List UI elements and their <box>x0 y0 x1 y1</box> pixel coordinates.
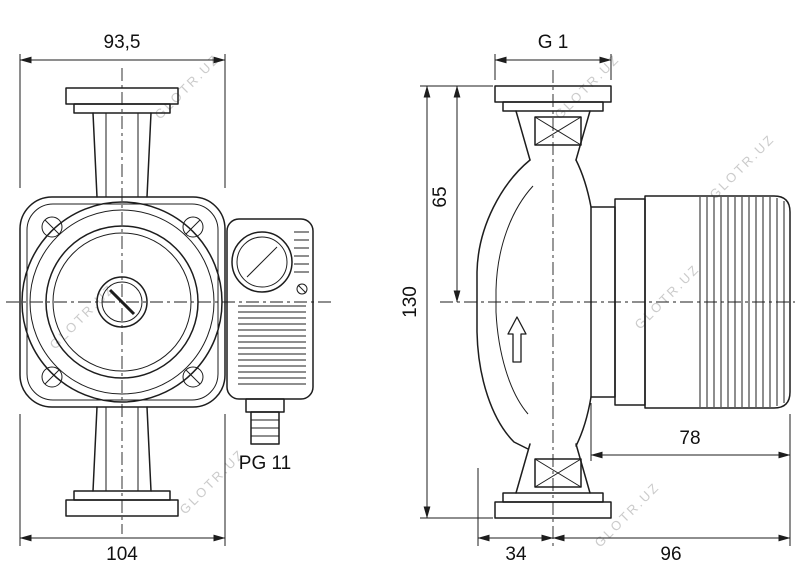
cover-screw <box>296 283 308 295</box>
motor-ribs <box>699 197 785 407</box>
dimension-width-bottom: 104 <box>19 414 226 565</box>
volute-inner-contour <box>495 185 534 415</box>
speed-selector-knob <box>231 231 293 293</box>
dimension-label: 34 <box>505 544 527 565</box>
dimension-motor-length: 78 <box>590 403 791 546</box>
motor <box>590 195 791 409</box>
cable-gland: PG 11 <box>239 398 291 474</box>
dimension-total-height: 130 <box>400 85 493 519</box>
bolt-slot <box>44 369 60 385</box>
pump-volute-body <box>476 159 592 450</box>
speed-selector-knob-inner <box>236 236 288 288</box>
bolt-head <box>41 216 63 238</box>
side-bottom-flange <box>494 443 612 519</box>
bolt-slot <box>44 219 60 235</box>
volute-right-bottom-profile <box>575 396 592 447</box>
union-nut-top <box>534 116 582 146</box>
face-circle <box>52 232 192 372</box>
dimension-offset-front: 34 <box>477 468 554 565</box>
watermark-text: GLOTR.UZ <box>632 261 703 332</box>
dimension-label: G 1 <box>538 32 569 53</box>
face-circle <box>21 201 223 403</box>
volute-right-top-profile <box>575 159 592 208</box>
neck-wall <box>515 443 531 494</box>
watermark-text: GLOTR.UZ <box>592 479 663 550</box>
union-nut-box <box>534 116 582 146</box>
neck-wall <box>575 443 591 494</box>
knob-slot <box>246 246 278 278</box>
housing-bolts <box>41 216 204 388</box>
vent-plug <box>96 276 148 328</box>
top-flange <box>65 87 179 198</box>
dimension-width-top: 93,5 <box>19 32 226 188</box>
bolt-slot <box>185 219 201 235</box>
vent-slats <box>238 305 306 385</box>
motor-can <box>644 195 791 409</box>
face-circle <box>29 209 215 395</box>
dimension-center-height: 65 <box>420 85 493 303</box>
terminal-marks <box>294 231 309 273</box>
bottom-flange <box>65 406 179 517</box>
flange-lip <box>73 103 171 114</box>
flange-plate <box>494 501 612 519</box>
pump-housing <box>19 196 226 408</box>
pipe-wall <box>92 406 98 492</box>
union-nut-cross <box>534 116 582 146</box>
bolt-head <box>182 366 204 388</box>
flow-direction-arrow <box>507 316 527 363</box>
dimension-label: 104 <box>106 544 138 565</box>
dimension-label: 96 <box>660 544 681 565</box>
union-nut-cross <box>534 458 582 488</box>
gland-collar <box>245 398 285 413</box>
front-view: 93,5 <box>6 32 332 565</box>
pipe-wall <box>92 112 98 198</box>
dimension-label: 78 <box>679 428 700 449</box>
watermark-text: GLOTR.UZ <box>177 446 248 517</box>
center-screw-slot <box>108 288 136 316</box>
volute-left-profile <box>476 159 531 450</box>
flange-plate <box>65 499 179 517</box>
side-top-flange <box>494 85 612 161</box>
bolt-head <box>41 366 63 388</box>
cover-screw-slot <box>297 284 307 294</box>
watermark-text: GLOTR.UZ <box>152 51 223 122</box>
pipe-wall <box>146 112 152 198</box>
flange-lip <box>502 101 604 112</box>
dimension-label: 130 <box>400 286 421 318</box>
pump-housing-inner-contour <box>26 203 219 401</box>
dimension-thread: G 1 <box>494 32 612 80</box>
bolt-head <box>182 216 204 238</box>
pump-face-circles <box>21 201 223 403</box>
face-circle <box>45 225 199 379</box>
neck-wall <box>575 110 591 161</box>
terminal-box <box>226 218 314 400</box>
watermark-text: GLOTR.UZ <box>707 131 778 202</box>
cable-gland-label: PG 11 <box>239 453 291 474</box>
side-view: G 1 <box>400 32 795 565</box>
pipe-wall <box>146 406 152 492</box>
dimension-label: 93,5 <box>104 32 141 53</box>
dimension-axis-to-motor-end: 96 <box>552 534 791 565</box>
bolt-slot <box>185 369 201 385</box>
neck-wall <box>515 110 531 161</box>
dimension-label: 65 <box>430 186 451 207</box>
vent-plug-inner <box>101 281 143 323</box>
union-nut-box <box>534 458 582 488</box>
union-nut-bottom <box>534 458 582 488</box>
